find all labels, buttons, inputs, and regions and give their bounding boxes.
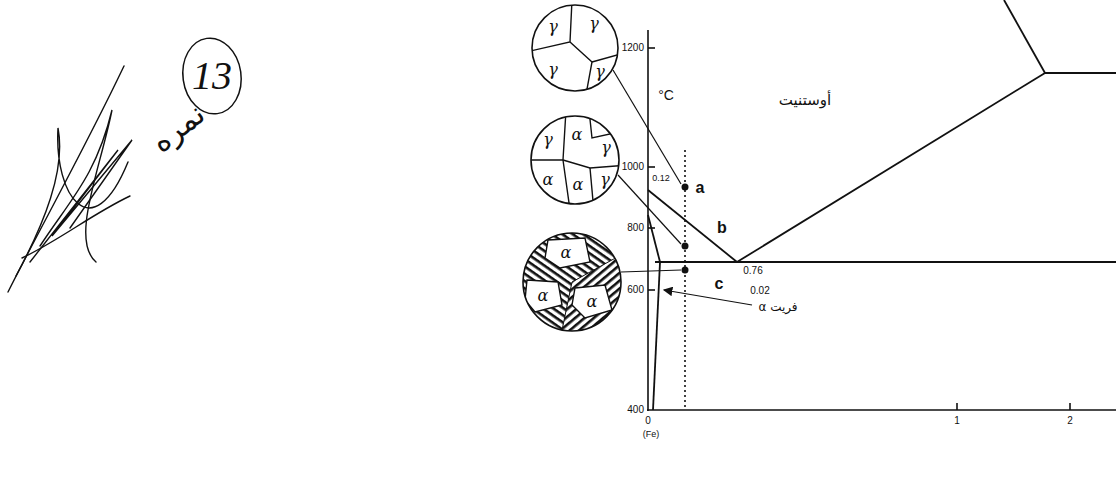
phase-boundary <box>648 0 1116 410</box>
phase-symbol: γ <box>601 140 611 156</box>
microstructure-circle: γ γ γ γ <box>531 4 619 92</box>
phase-symbol: γ <box>589 16 599 32</box>
phase-symbol: γ <box>543 132 553 148</box>
phase-symbol: α <box>543 172 554 188</box>
composition-value: 0.76 <box>743 266 762 276</box>
grade-circle <box>178 34 246 117</box>
point-label: a <box>696 180 705 196</box>
grain-boundaries <box>526 0 628 100</box>
axis-tick-label: 800 <box>627 223 644 233</box>
circle-outline <box>522 232 622 332</box>
phase-symbol: γ <box>595 64 605 80</box>
point-label: c <box>715 276 724 292</box>
phase-symbol: γ <box>600 172 610 188</box>
circle-outline <box>531 116 619 204</box>
phase-symbol: α <box>573 177 584 193</box>
axis-tick-label: 1 <box>954 416 960 426</box>
state-point <box>682 184 689 274</box>
grain-boundaries <box>524 110 628 212</box>
circle-outline <box>532 5 618 91</box>
circle-outline <box>531 4 619 92</box>
grade-number: 13 <box>192 56 232 96</box>
leader-arrow <box>664 290 752 305</box>
handwritten-note: نمره <box>146 98 210 157</box>
axis-unit: °C <box>658 88 674 102</box>
composition-value: 0.12 <box>652 174 670 183</box>
axes <box>647 30 1116 411</box>
pearlite-structure <box>522 232 630 340</box>
signature-scribble <box>8 66 132 292</box>
phase-symbol: γ <box>548 19 558 35</box>
axis-tick-label: 0 <box>645 416 651 426</box>
microstructure-circle: α α α <box>522 232 622 332</box>
axis-tick-label: 1000 <box>622 162 644 172</box>
microstructure-circle: γαγααγ <box>530 115 620 205</box>
circle-outline <box>530 115 620 205</box>
axis-unit: (Fe) <box>643 430 660 439</box>
phase-name: أوستنيت <box>779 93 831 108</box>
axis-tick-label: 2 <box>1067 416 1073 426</box>
axis-tick-label: 600 <box>627 285 644 295</box>
leader-line <box>613 70 681 272</box>
phase-symbol: γ <box>548 62 558 78</box>
phase-name: فریت α <box>758 301 797 313</box>
phase-symbol: α <box>538 288 549 304</box>
composition-value: 0.02 <box>750 286 769 296</box>
phase-symbol: α <box>572 127 583 143</box>
point-label: b <box>717 220 727 236</box>
axis-tick-label: 1200 <box>622 43 644 53</box>
phase-symbol: α <box>587 294 598 310</box>
circle-outline <box>523 233 621 331</box>
axis-tick-label: 400 <box>627 405 644 415</box>
phase-symbol: α <box>561 245 572 261</box>
